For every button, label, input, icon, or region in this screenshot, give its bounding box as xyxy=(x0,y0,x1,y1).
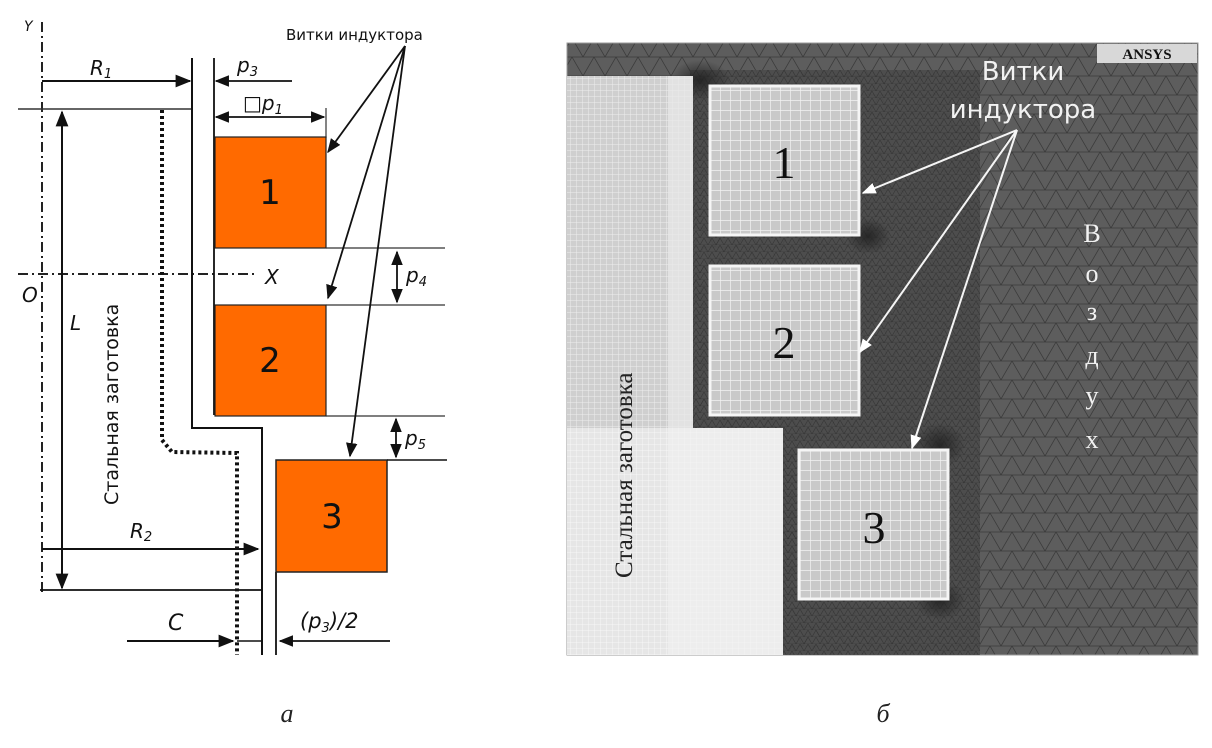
coil-2-number: 2 xyxy=(259,341,281,381)
coil-2-mesh-number: 2 xyxy=(773,317,796,368)
c-label: C xyxy=(168,611,184,636)
air-label-letter: у xyxy=(1086,381,1099,410)
caption-b: б xyxy=(876,699,890,728)
p5-label: p5 xyxy=(404,426,426,453)
inductor-turns-callout-b-line2: индуктора xyxy=(950,95,1096,125)
callout-leader-lines-b xyxy=(859,129,1018,450)
l-label: L xyxy=(70,311,81,335)
p4-label: p4 xyxy=(405,263,427,290)
coil-2: 2 xyxy=(214,304,327,417)
p3-label: p3 xyxy=(236,53,258,80)
workpiece-surface-line xyxy=(191,58,263,655)
air-label-letter: д xyxy=(1085,341,1098,370)
p1-label: □p1 xyxy=(243,91,283,118)
coil-1-number: 1 xyxy=(259,173,281,213)
air-label-letter: з xyxy=(1087,297,1097,326)
callout-leader-lines xyxy=(326,45,406,458)
r1-label: R1 xyxy=(90,56,112,82)
panel-a-schematic: Y X O R1 p3 □p1 L Стальная заготовка xyxy=(18,19,447,655)
air-label-letter: о xyxy=(1086,259,1099,288)
inductor-turns-callout-b-line1: Витки xyxy=(982,57,1064,87)
air-label-letter: В xyxy=(1083,219,1100,248)
r2-label: R2 xyxy=(130,519,152,545)
origin-label: O xyxy=(22,283,38,307)
coil-3-mesh-number: 3 xyxy=(863,502,886,553)
coil-2-mesh: 2 xyxy=(708,264,861,417)
coil-1-mesh: 1 xyxy=(708,84,861,237)
workpiece-lower-layer xyxy=(668,428,783,655)
coil-1-mesh-number: 1 xyxy=(773,137,796,188)
workpiece-surface-layer xyxy=(668,76,693,428)
ansys-logo-bg xyxy=(1097,44,1197,63)
coil-3-mesh: 3 xyxy=(797,448,950,601)
coil-3-number: 3 xyxy=(321,497,343,537)
workpiece-label-b: Стальная заготовка xyxy=(611,372,638,578)
p3-half-label: (p3)/2 xyxy=(300,609,358,636)
ansys-logo: ANSYS xyxy=(1122,47,1171,63)
panel-b-ansys-mesh: Стальная заготовка 1 2 3 ANSYS Витки инд… xyxy=(566,42,1199,656)
y-axis-label: Y xyxy=(24,19,34,35)
x-axis-label: X xyxy=(264,265,280,289)
air-label-letter: х xyxy=(1086,425,1099,454)
inductor-turns-callout: Витки индуктора xyxy=(286,26,423,44)
coil-3: 3 xyxy=(275,459,388,573)
air-label: В о з д у х xyxy=(1083,219,1100,454)
coil-1: 1 xyxy=(214,136,327,249)
workpiece-label: Стальная заготовка xyxy=(101,304,123,505)
caption-a: а xyxy=(281,699,294,728)
